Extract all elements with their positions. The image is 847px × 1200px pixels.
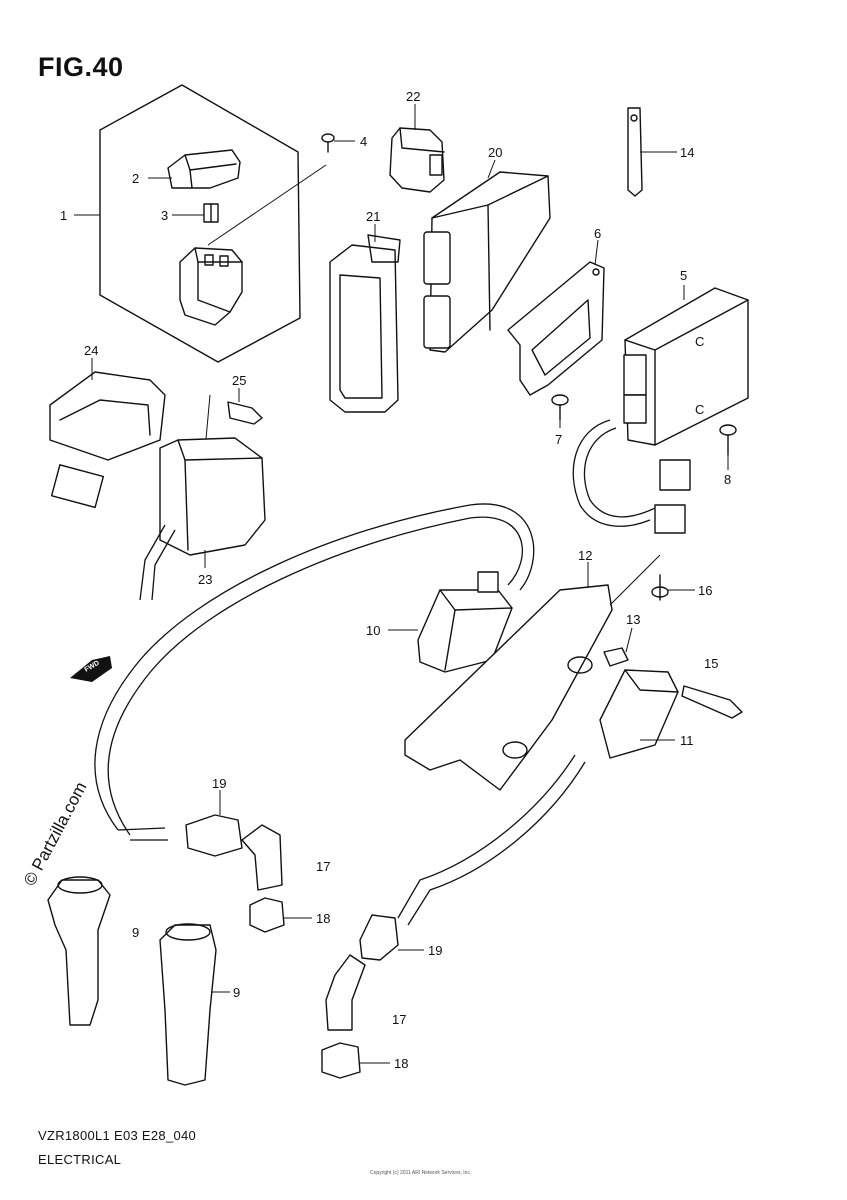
part-ht-lead [94,503,535,841]
part-regulator-23[interactable] [139,437,266,601]
part-plug-cap-9b[interactable] [159,923,217,1086]
callout-24: 24 [84,343,98,358]
part-ignition-coil-10[interactable] [417,571,513,673]
callout-1: 1 [60,208,67,223]
part-fuse[interactable] [203,203,219,223]
callout-22: 22 [406,89,420,104]
part-seal-18b[interactable] [321,1042,361,1079]
section-name: ELECTRICAL [38,1152,122,1167]
figure-title: FIG.40 [38,52,124,82]
forward-direction-marker: FWD [70,656,112,682]
callout-2: 2 [132,171,139,186]
leader-lines [74,104,729,1064]
callout-17b: 17 [392,1012,406,1027]
part-cap-19a[interactable] [185,814,243,857]
part-bolt-7[interactable] [551,394,569,421]
callout-16: 16 [698,583,712,598]
part-bracket-24[interactable] [49,371,166,509]
part-bolt-16[interactable] [609,554,669,606]
part-boot-17b[interactable] [325,954,366,1031]
callout-21: 21 [366,209,380,224]
part-module-5[interactable]: C C [623,287,749,446]
callout-18b: 18 [394,1056,408,1071]
part-bolt-8[interactable] [719,424,737,456]
part-collar-13[interactable] [603,647,629,667]
copyright-text: Copyright (c) 2011 ARI Network Services,… [370,1170,472,1176]
callout-23: 23 [198,572,212,587]
callout-9a: 9 [132,925,139,940]
callout-12: 12 [578,548,592,563]
part-cap-19b[interactable] [359,914,399,961]
part-relay-cover[interactable] [167,149,241,189]
part-ht-lead-lower [397,754,586,926]
model-code: VZR1800L1 E03 E28_040 [38,1128,197,1143]
callout-14: 14 [680,145,694,160]
callout-8: 8 [724,472,731,487]
svg-text:C: C [695,334,704,349]
callout-18a: 18 [316,911,330,926]
callout-15: 15 [704,656,718,671]
callout-19b: 19 [428,943,442,958]
part-seal-18a[interactable] [249,897,285,933]
callout-5: 5 [680,268,687,283]
callout-17a: 17 [316,859,330,874]
callout-7: 7 [555,432,562,447]
part-connector-22[interactable] [389,127,445,193]
assembly-outline-1 [99,84,301,363]
part-bracket-12[interactable] [404,584,613,791]
part-ignition-coil-11[interactable] [599,669,679,759]
callout-25: 25 [232,373,246,388]
callout-3: 3 [161,208,168,223]
callout-4: 4 [360,134,367,149]
part-bolt-15[interactable] [681,685,743,719]
part-starter-relay[interactable] [179,247,243,326]
part-ecm-20[interactable] [423,171,551,353]
callout-19a: 19 [212,776,226,791]
callout-6: 6 [594,226,601,241]
part-screw-4[interactable] [207,133,335,246]
part-boot-17a[interactable] [241,824,283,891]
callout-11: 11 [680,733,694,748]
callout-13: 13 [626,612,640,627]
part-harness-5 [572,419,691,534]
callout-20: 20 [488,145,502,160]
callout-10: 10 [366,623,380,638]
callout-9b: 9 [233,985,240,1000]
part-strap-14[interactable] [627,107,643,197]
part-bracket-6[interactable] [507,261,605,396]
callout-labels: 1 2 3 4 5 6 7 8 9 9 10 11 12 13 14 15 16… [60,89,731,1071]
part-plug-cap-9a[interactable] [47,876,111,1026]
part-holder-21[interactable] [329,234,401,413]
svg-text:C: C [695,402,704,417]
